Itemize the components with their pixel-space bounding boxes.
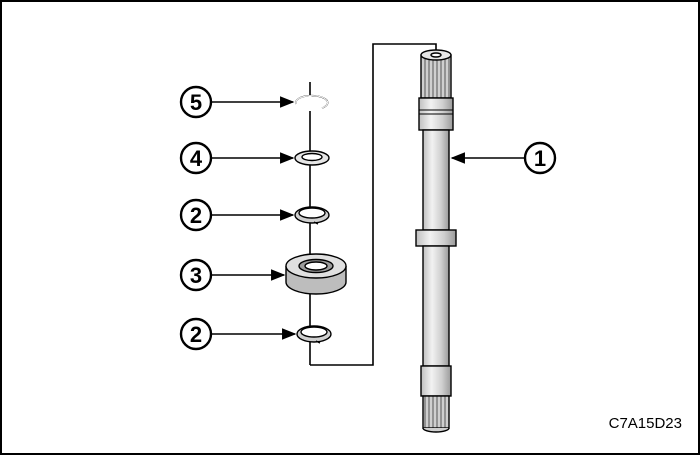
callout-5-label: 5: [190, 90, 202, 115]
figure-code: C7A15D23: [609, 415, 682, 432]
callout-5: 5: [179, 85, 295, 119]
assembly-bracket-line: [310, 43, 437, 366]
shaft-part: [415, 49, 457, 433]
callout-2-lower: 2: [179, 317, 297, 351]
callout-3: 3: [179, 258, 286, 292]
retaining-ring-upper-part: [294, 206, 330, 225]
callout-2-upper-label: 2: [190, 203, 202, 228]
callout-1-label: 1: [534, 146, 546, 171]
callout-1: 1: [450, 141, 557, 175]
callout-2-upper: 2: [179, 198, 295, 232]
retaining-ring-lower-part: [296, 325, 332, 344]
snap-ring-part: [295, 94, 329, 111]
callout-3-label: 3: [190, 263, 202, 288]
bearing-part: [285, 253, 347, 295]
callout-4-label: 4: [190, 146, 203, 171]
washer-part: [294, 150, 330, 166]
callout-4: 4: [179, 141, 295, 175]
callout-2-lower-label: 2: [190, 322, 202, 347]
